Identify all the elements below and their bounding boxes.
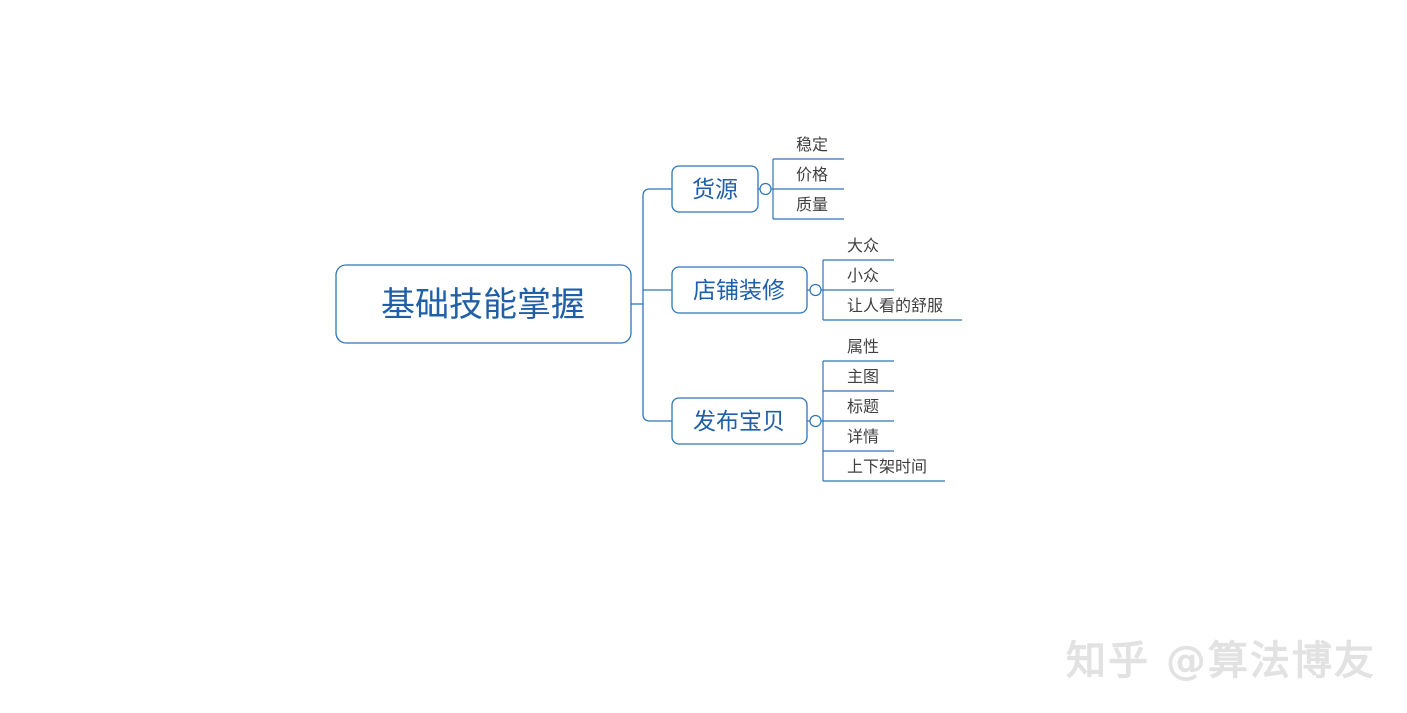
- branch-2-children: 大众 小众 让人看的舒服: [847, 236, 943, 315]
- leaf-item[interactable]: 价格: [796, 165, 828, 184]
- branch-3-collapse-toggle[interactable]: [809, 414, 822, 428]
- connector-branch-3: [642, 304, 672, 422]
- leaf-item[interactable]: 稳定: [796, 135, 828, 154]
- branch-node-3-label: 发布宝贝: [693, 409, 785, 435]
- branch-1-children-connectors: [758, 158, 844, 220]
- root-node-label: 基础技能掌握: [381, 285, 585, 325]
- branch-2-collapse-toggle[interactable]: [809, 283, 822, 297]
- branch-1-collapse-toggle[interactable]: [759, 182, 772, 196]
- watermark: 知乎 @算法博友: [1066, 638, 1376, 684]
- branch-node-3[interactable]: 发布宝贝: [671, 397, 808, 445]
- leaf-item[interactable]: 属性: [847, 337, 879, 356]
- branch-3-children: 属性 主图 标题 详情 上下架时间: [847, 337, 927, 476]
- leaf-item[interactable]: 小众: [847, 266, 879, 285]
- root-node-box: [335, 264, 632, 344]
- leaf-item[interactable]: 标题: [847, 397, 879, 416]
- root-connectors: [631, 188, 672, 422]
- leaf-item[interactable]: 详情: [847, 427, 879, 446]
- leaf-item[interactable]: 大众: [847, 236, 879, 255]
- leaf-item[interactable]: 让人看的舒服: [847, 296, 943, 315]
- leaf-item[interactable]: 质量: [796, 195, 828, 214]
- branch-2-children-connectors: [807, 259, 962, 321]
- leaf-item[interactable]: 上下架时间: [847, 457, 927, 476]
- leaf-item[interactable]: 主图: [847, 367, 879, 386]
- branch-3-children-connectors: [807, 360, 945, 482]
- branch-node-1[interactable]: 货源: [671, 165, 759, 213]
- branch-node-1-label: 货源: [692, 177, 738, 203]
- branch-node-2[interactable]: 店铺装修: [671, 266, 808, 314]
- connector-branch-1: [642, 188, 672, 304]
- root-node[interactable]: 基础技能掌握: [335, 264, 632, 344]
- branch-node-2-label: 店铺装修: [693, 278, 785, 304]
- branch-1-children: 稳定 价格 质量: [796, 135, 828, 214]
